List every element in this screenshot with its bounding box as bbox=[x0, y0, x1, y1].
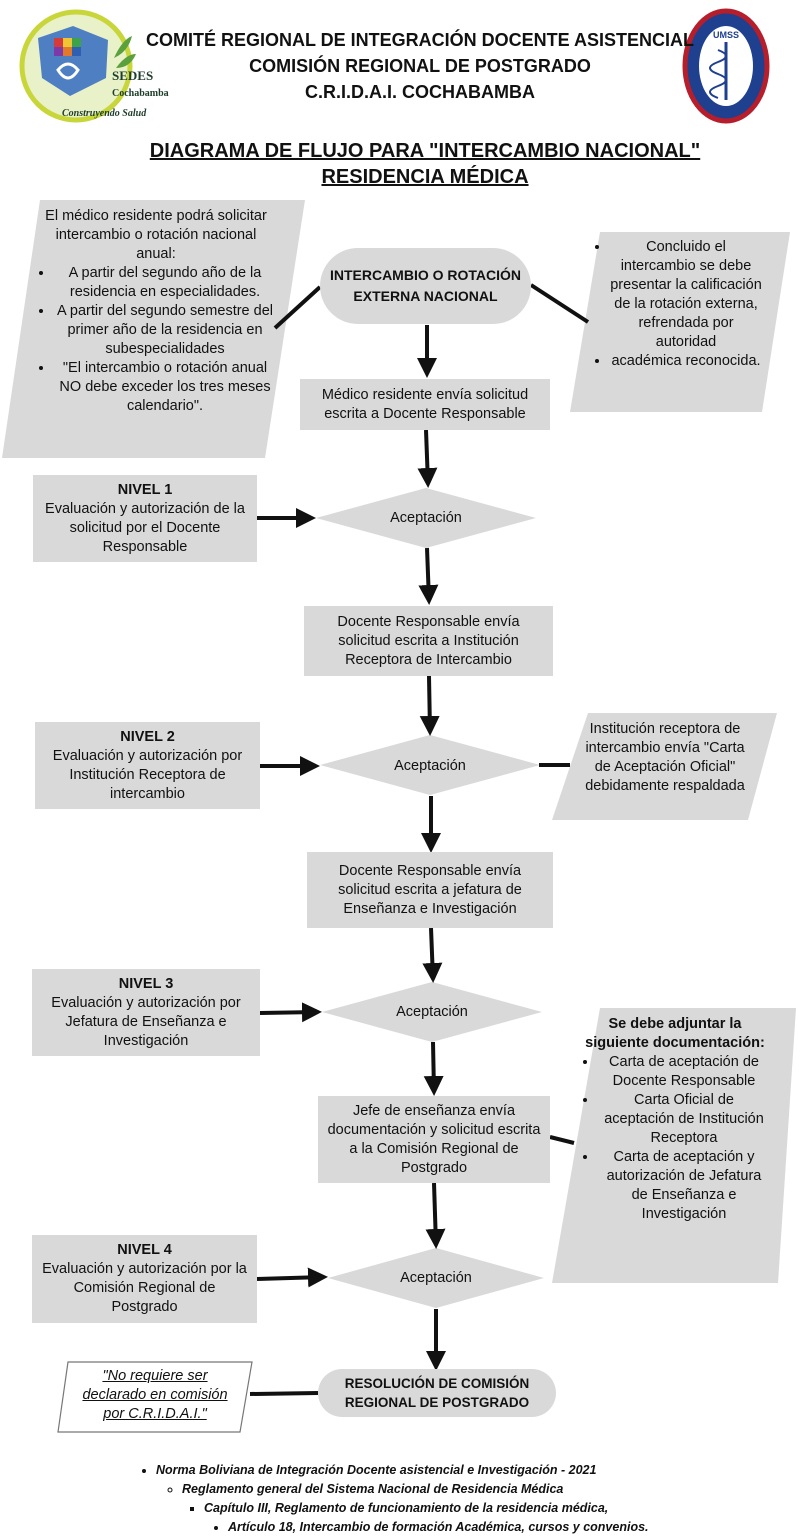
step-box-4: Jefe de enseñanza envía documentación y … bbox=[318, 1096, 550, 1183]
level-box-2: NIVEL 2 Evaluación y autorización por In… bbox=[35, 722, 260, 809]
right-note-item: Concluido el intercambio se debe present… bbox=[610, 238, 762, 352]
decision-diamond-4 bbox=[328, 1248, 544, 1308]
end-node: RESOLUCIÓN DE COMISIÓN REGIONAL DE POSTG… bbox=[318, 1369, 556, 1417]
sedes-logo-name: SEDES bbox=[112, 68, 153, 83]
right-note-list: Concluido el intercambio se debe present… bbox=[592, 238, 762, 371]
arrow-d3-step4 bbox=[423, 1041, 444, 1096]
arrow-d1-step2 bbox=[418, 547, 439, 605]
reception-note: Institución receptora de intercambio env… bbox=[585, 721, 745, 794]
left-note-item: "El intercambio o rotación anual NO debe… bbox=[54, 359, 276, 416]
header-committee: COMITÉ REGIONAL DE INTEGRACIÓN DOCENTE A… bbox=[145, 30, 695, 50]
left-note-item: A partir del segundo año de la residenci… bbox=[54, 264, 276, 302]
header-acronym: C.R.I.D.A.I. COCHABAMBA bbox=[305, 82, 535, 102]
arrow-step1-d1 bbox=[417, 429, 438, 488]
level-title: NIVEL 3 bbox=[118, 975, 174, 992]
umss-seal-center: UMSS bbox=[713, 30, 739, 40]
docs-note-list: Carta de aceptación de Docente Responsab… bbox=[580, 1053, 770, 1224]
level-text: Evaluación y autorización por la Comisió… bbox=[42, 1261, 247, 1315]
level-title: NIVEL 1 bbox=[117, 481, 173, 498]
level-box-3: NIVEL 3 Evaluación y autorización por Je… bbox=[32, 969, 260, 1056]
docs-note-title: Se debe adjuntar la siguiente documentac… bbox=[585, 1016, 765, 1051]
docs-note-item: Carta de aceptación de Docente Responsab… bbox=[598, 1053, 770, 1091]
link-start-right bbox=[529, 283, 590, 324]
sedes-logo: SEDES Cochabamba Construyendo Salud bbox=[19, 9, 169, 123]
left-note-item: A partir del segundo semestre del primer… bbox=[54, 302, 276, 359]
footer-level-1: Norma Boliviana de Integración Docente a… bbox=[138, 1461, 788, 1480]
footer-level-4: Artículo 18, Intercambio de formación Ac… bbox=[138, 1518, 788, 1537]
arrow-step3-d3 bbox=[422, 927, 443, 983]
start-node: INTERCAMBIO O ROTACIÓN EXTERNA NACIONAL bbox=[320, 248, 531, 324]
footer-level-3: Capítulo III, Reglamento de funcionamien… bbox=[138, 1499, 788, 1518]
diagram-title: DIAGRAMA DE FLUJO PARA "INTERCAMBIO NACI… bbox=[149, 140, 701, 162]
link-step4-docs bbox=[549, 1135, 575, 1145]
link-start-left bbox=[273, 285, 322, 330]
left-note-intro: El médico residente podrá solicitar inte… bbox=[45, 208, 267, 262]
arrow-step4-d4 bbox=[425, 1182, 446, 1249]
header-commission: COMISIÓN REGIONAL DE POSTGRADO bbox=[249, 56, 591, 76]
link-endnote-end bbox=[249, 1391, 319, 1396]
right-note-shape bbox=[570, 232, 790, 412]
end-note: "No requiere ser declarado en comisión p… bbox=[82, 1368, 228, 1422]
decision-diamond-2 bbox=[320, 735, 540, 795]
level-text: Evaluación y autorización de la solicitu… bbox=[45, 500, 245, 555]
footer-reference: Artículo 18, Intercambio de formación Ac… bbox=[228, 1518, 788, 1537]
left-note-shape bbox=[2, 200, 305, 458]
decision-diamond-3 bbox=[322, 982, 542, 1042]
decision-label-2: Aceptación bbox=[394, 758, 466, 774]
level-title: NIVEL 4 bbox=[117, 1242, 172, 1258]
level-text: Evaluación y autorización por Institució… bbox=[52, 747, 243, 802]
footer-level-2: Reglamento general del Sistema Nacional … bbox=[138, 1480, 788, 1499]
step-box-3: Docente Responsable envía solicitud escr… bbox=[307, 852, 553, 928]
right-note: Concluido el intercambio se debe present… bbox=[592, 238, 762, 371]
right-note-item: académica reconocida. bbox=[610, 352, 762, 371]
level-box-1: NIVEL 1 Evaluación y autorización de la … bbox=[33, 475, 257, 562]
decision-diamond-1 bbox=[316, 488, 536, 548]
footer-reference: Reglamento general del Sistema Nacional … bbox=[182, 1480, 788, 1499]
docs-note: Se debe adjuntar la siguiente documentac… bbox=[580, 1015, 770, 1224]
footer-reference: Capítulo III, Reglamento de funcionamien… bbox=[204, 1499, 788, 1518]
level-box-4: NIVEL 4 Evaluación y autorización por la… bbox=[32, 1235, 257, 1323]
decision-label-4: Aceptación bbox=[400, 1270, 472, 1286]
docs-note-item: Carta de aceptación y autorización de Je… bbox=[598, 1148, 770, 1224]
arrow-level4-d4 bbox=[256, 1267, 328, 1288]
umss-seal: UMSS bbox=[682, 8, 770, 124]
reception-note-shape bbox=[552, 713, 777, 820]
arrow-level3-d3 bbox=[259, 1002, 322, 1023]
arrow-step2-d2 bbox=[419, 675, 440, 736]
level-title: NIVEL 2 bbox=[120, 728, 175, 745]
decision-label-1: Aceptación bbox=[390, 510, 462, 526]
sedes-logo-slogan: Construyendo Salud bbox=[62, 108, 147, 119]
level-text: Evaluación y autorización por Jefatura d… bbox=[51, 994, 241, 1049]
docs-note-item: Carta Oficial de aceptación de Instituci… bbox=[598, 1091, 770, 1148]
diagram-subtitle: RESIDENCIA MÉDICA bbox=[321, 166, 529, 188]
footer-reference: Norma Boliviana de Integración Docente a… bbox=[156, 1461, 788, 1480]
left-note: El médico residente podrá solicitar inte… bbox=[36, 207, 276, 416]
left-note-list: A partir del segundo año de la residenci… bbox=[36, 264, 276, 416]
end-note-shape bbox=[57, 1361, 253, 1433]
sedes-logo-city: Cochabamba bbox=[112, 88, 169, 99]
step-box-2: Docente Responsable envía solicitud escr… bbox=[304, 606, 553, 676]
decision-label-3: Aceptación bbox=[396, 1004, 468, 1020]
docs-note-shape bbox=[552, 1008, 796, 1283]
footer-references: Norma Boliviana de Integración Docente a… bbox=[138, 1461, 788, 1537]
step-box-1: Médico residente envía solicitud escrita… bbox=[300, 379, 550, 430]
